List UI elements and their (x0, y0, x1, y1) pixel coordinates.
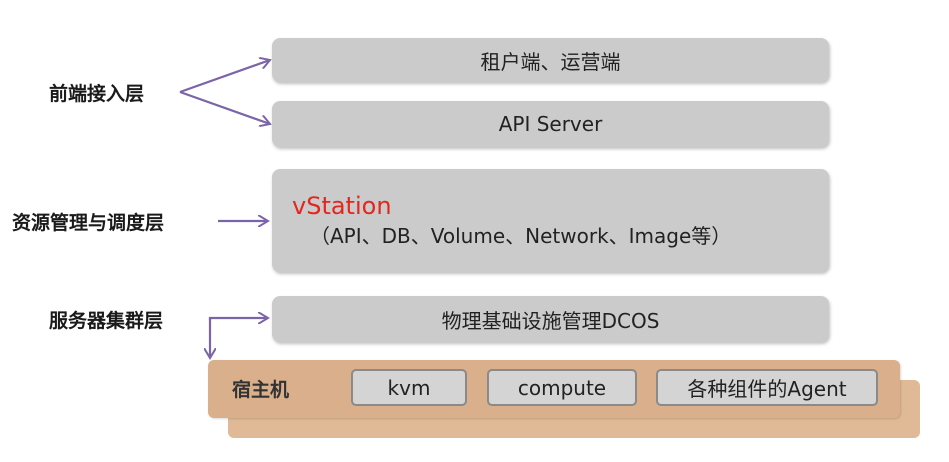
dcos-label: 物理基础设施管理DCOS (441, 308, 660, 333)
host-item-label: compute (517, 375, 607, 400)
host-item-kvm: kvm (351, 369, 467, 406)
tenant-ops-box: 租户端、运营端 (272, 38, 829, 82)
vstation-title: vStation (292, 191, 392, 220)
arrow-to-api-server (179, 90, 270, 124)
host-item-label: 各种组件的Agent (687, 377, 847, 401)
host-item-agent: 各种组件的Agent (656, 369, 878, 406)
host-item-compute: compute (487, 369, 637, 406)
arrow-to-tenant-ops (179, 60, 270, 94)
layer-label-resource: 资源管理与调度层 (12, 212, 165, 234)
api-server-label: API Server (498, 112, 603, 136)
vstation-detail: （API、DB、Volume、Network、Image等） (310, 223, 732, 248)
layer-label-server-cluster: 服务器集群层 (49, 310, 164, 332)
host-title: 宿主机 (232, 379, 290, 401)
dcos-box: 物理基础设施管理DCOS (272, 296, 829, 342)
arrow-to-dcos (208, 318, 268, 320)
vstation-box: vStation （API、DB、Volume、Network、Image等） (272, 169, 829, 272)
api-server-box: API Server (272, 101, 829, 147)
tenant-ops-label: 租户端、运营端 (480, 49, 621, 74)
layer-label-frontend: 前端接入层 (49, 83, 145, 105)
host-item-label: kvm (387, 375, 431, 400)
